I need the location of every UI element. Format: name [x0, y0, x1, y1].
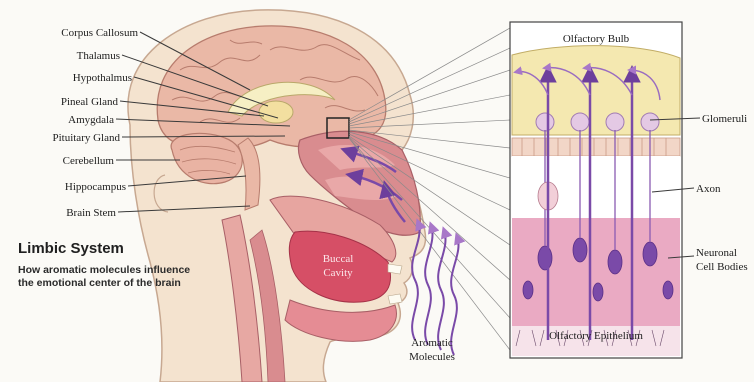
- label-corpus-callosum: Corpus Callosum: [61, 27, 138, 39]
- label-axon: Axon: [696, 183, 721, 195]
- caption-title: Limbic System: [18, 240, 124, 257]
- label-pineal-gland: Pineal Gland: [61, 96, 119, 108]
- label-olfactory-epithelium: Olfactory Epithelium: [549, 330, 643, 342]
- label-cerebellum: Cerebellum: [63, 155, 115, 167]
- olfactory-inset: [510, 22, 682, 358]
- label-glomeruli: Glomeruli: [702, 113, 747, 125]
- label-neuronal: Neuronal: [696, 247, 737, 259]
- label-cavity: Cavity: [323, 267, 353, 279]
- label-brain-stem: Brain Stem: [66, 207, 116, 219]
- label-buccal: Buccal: [323, 253, 354, 265]
- label-hypothalmus: Hypothalmus: [73, 72, 132, 84]
- caption-subtitle: How aromatic molecules influence the emo…: [18, 264, 203, 290]
- label-amygdala: Amygdala: [68, 114, 114, 126]
- label-olfactory-bulb: Olfactory Bulb: [563, 33, 630, 45]
- label-hippocampus: Hippocampus: [65, 181, 126, 193]
- label-thalamus: Thalamus: [77, 50, 120, 62]
- label-aromatic: Aromatic: [411, 337, 453, 349]
- label-cell-bodies: Cell Bodies: [696, 261, 748, 273]
- label-molecules: Molecules: [409, 351, 455, 363]
- label-pituitary-gland: Pituitary Gland: [52, 132, 120, 144]
